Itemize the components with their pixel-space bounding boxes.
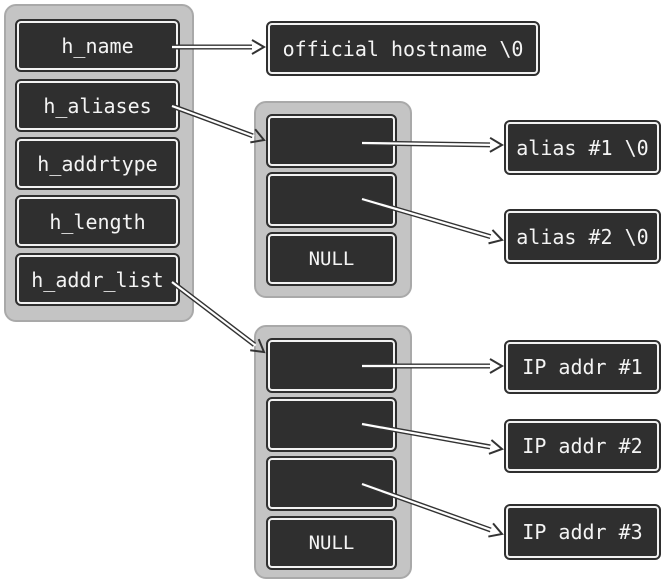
alias-pointer-2: [266, 172, 397, 228]
ip-addr-1: IP addr #1: [504, 340, 661, 394]
alias-pointer-1: [266, 114, 397, 168]
field-h-addr-list: h_addr_list: [15, 253, 180, 306]
field-h-length: h_length: [15, 195, 180, 248]
field-h-name: h_name: [15, 19, 180, 72]
addr-pointer-3: [266, 456, 397, 511]
addr-pointer-1: [266, 338, 397, 393]
field-h-addrtype: h_addrtype: [15, 137, 180, 190]
official-hostname-box: official hostname \0: [266, 21, 540, 76]
alias-string-2: alias #2 \0: [504, 209, 661, 264]
ip-addr-2: IP addr #2: [504, 419, 661, 473]
addr-pointer-2: [266, 397, 397, 452]
addr-list-null: NULL: [266, 516, 397, 570]
field-h-aliases: h_aliases: [15, 79, 180, 132]
aliases-null: NULL: [266, 232, 397, 286]
ip-addr-3: IP addr #3: [504, 504, 661, 560]
alias-string-1: alias #1 \0: [504, 120, 661, 175]
